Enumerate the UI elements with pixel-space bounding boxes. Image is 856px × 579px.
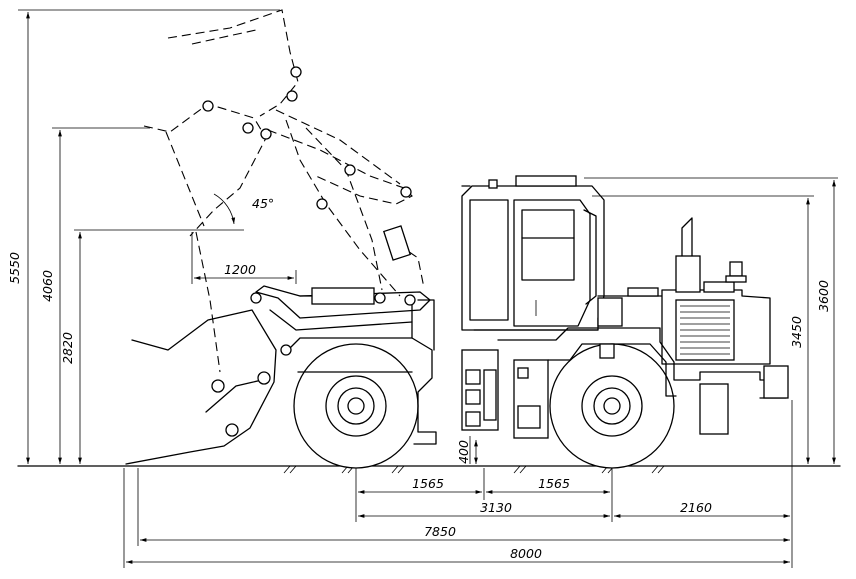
beacon-light <box>725 261 747 283</box>
boom-lower <box>250 285 431 356</box>
dim-axle-halves: 1565 1565 <box>355 468 613 522</box>
dim-exhaust-height-label: 3450 <box>789 316 804 348</box>
rear-wheel <box>549 343 675 469</box>
bucket-lowered <box>125 309 277 465</box>
dim-dump-clearance-label: 2820 <box>60 332 75 364</box>
dim-dump-clearance: 2820 <box>60 229 190 464</box>
dim-dump-angle: 45° <box>190 193 274 231</box>
dim-dump-height: 4060 <box>40 127 150 464</box>
exhaust-stack <box>675 217 701 293</box>
articulation-joint <box>461 349 549 439</box>
dim-wheelbase: 3130 <box>358 500 610 518</box>
dim-axle-half-front-label: 1565 <box>412 476 444 491</box>
dim-axle-half-rear-label: 1565 <box>538 476 570 491</box>
dim-dump-angle-label: 45° <box>252 196 274 211</box>
dim-max-height-label: 5550 <box>7 252 22 284</box>
dim-cab-height: 3600 <box>584 177 838 464</box>
ground-line <box>17 465 841 474</box>
dim-rear-overhang-label: 2160 <box>680 500 712 515</box>
dim-dump-height-label: 4060 <box>40 270 55 302</box>
dim-overall-length: 8000 <box>123 468 790 568</box>
dim-dig-depth: 400 <box>456 436 478 464</box>
dim-dig-depth-label: 400 <box>456 440 471 464</box>
engine-hood <box>597 281 771 365</box>
dim-dump-reach-label: 1200 <box>224 262 256 277</box>
dim-wheelbase-label: 3130 <box>480 500 512 515</box>
cab <box>461 175 605 331</box>
rear-frame <box>497 327 789 435</box>
dim-cab-height-label: 3600 <box>816 280 831 312</box>
bucket-dump-position <box>143 100 272 373</box>
dim-exhaust-height: 3450 <box>592 195 814 464</box>
dim-length-7850: 7850 <box>137 468 790 546</box>
front-wheel <box>293 343 419 469</box>
dim-rear-overhang: 2160 <box>614 400 793 568</box>
dim-max-height: 5550 <box>7 9 280 464</box>
boom-raised <box>267 109 425 297</box>
dim-length-7850-label: 7850 <box>424 524 456 539</box>
dim-dump-reach: 1200 <box>191 232 297 284</box>
bucket-raised-top <box>167 9 302 117</box>
dim-overall-length-label: 8000 <box>510 546 542 561</box>
front-frame <box>289 299 437 445</box>
